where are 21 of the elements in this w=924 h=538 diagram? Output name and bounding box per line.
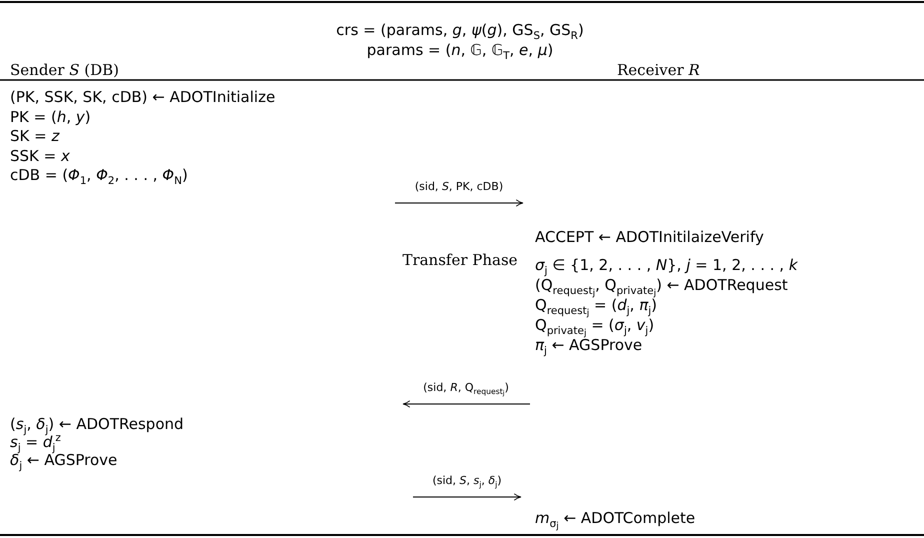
message-label: (sid, S, PK, cDB)	[412, 180, 506, 193]
protocol-statement: ACCEPT ← ADOTInitilaizeVerify	[535, 228, 765, 248]
protocol-statement: PK = (h, y)	[10, 108, 92, 128]
protocol-statement: Q$_{request}$$_{j}$ = (d$_{j}$, π$_{j}$)	[535, 296, 658, 315]
column-heading: Sender S (DB)	[10, 61, 120, 79]
protocol-statement: (PK, SSK, SK, cDB) ← ADOTInitialize	[10, 88, 276, 108]
message-label: (sid, S, s$_{j}$, δ$_{j}$)	[430, 474, 504, 487]
protocol-statement: (s$_{j}$, δ$_{j}$) ← ADOTRespond	[10, 416, 185, 434]
phase-heading: Transfer Phase	[402, 251, 518, 269]
protocol-statement: m$_{σ}$$_{j}$ ← ADOTComplete	[535, 509, 696, 529]
column-heading: Receiver R	[617, 61, 700, 79]
formula-line: params = (n, 𝔾, 𝔾$_{T}$, e, μ)	[366, 41, 554, 59]
protocol-statement: π$_{j}$ ← AGSProve	[535, 336, 644, 355]
protocol-statement: σ$_{j}$ ∈ {1, 2, . . . , N}, j = 1, 2, . . . , k	[535, 255, 799, 275]
formula-line: crs = (params, g, ψ(g), GS$_{S}$, GS$_{R}$)	[336, 21, 584, 39]
protocol-statement: cDB = (Φ$_{1}$, Φ$_{2}$, . . . , Φ$_{N}$)	[10, 166, 189, 186]
protocol-statement: SSK = x	[10, 146, 71, 166]
message-label: (sid, R, Q$_{request}$$_{j}$)	[421, 381, 511, 394]
protocol-statement: (Q$_{request}$$_{j}$, Q$_{private}$$_{j}$) ← ADOTRequest	[535, 276, 789, 295]
protocol-statement: SK = z	[10, 127, 60, 147]
protocol-statement: Q$_{private}$$_{j}$ = (σ$_{j}$, v$_{j}$)	[535, 316, 656, 335]
